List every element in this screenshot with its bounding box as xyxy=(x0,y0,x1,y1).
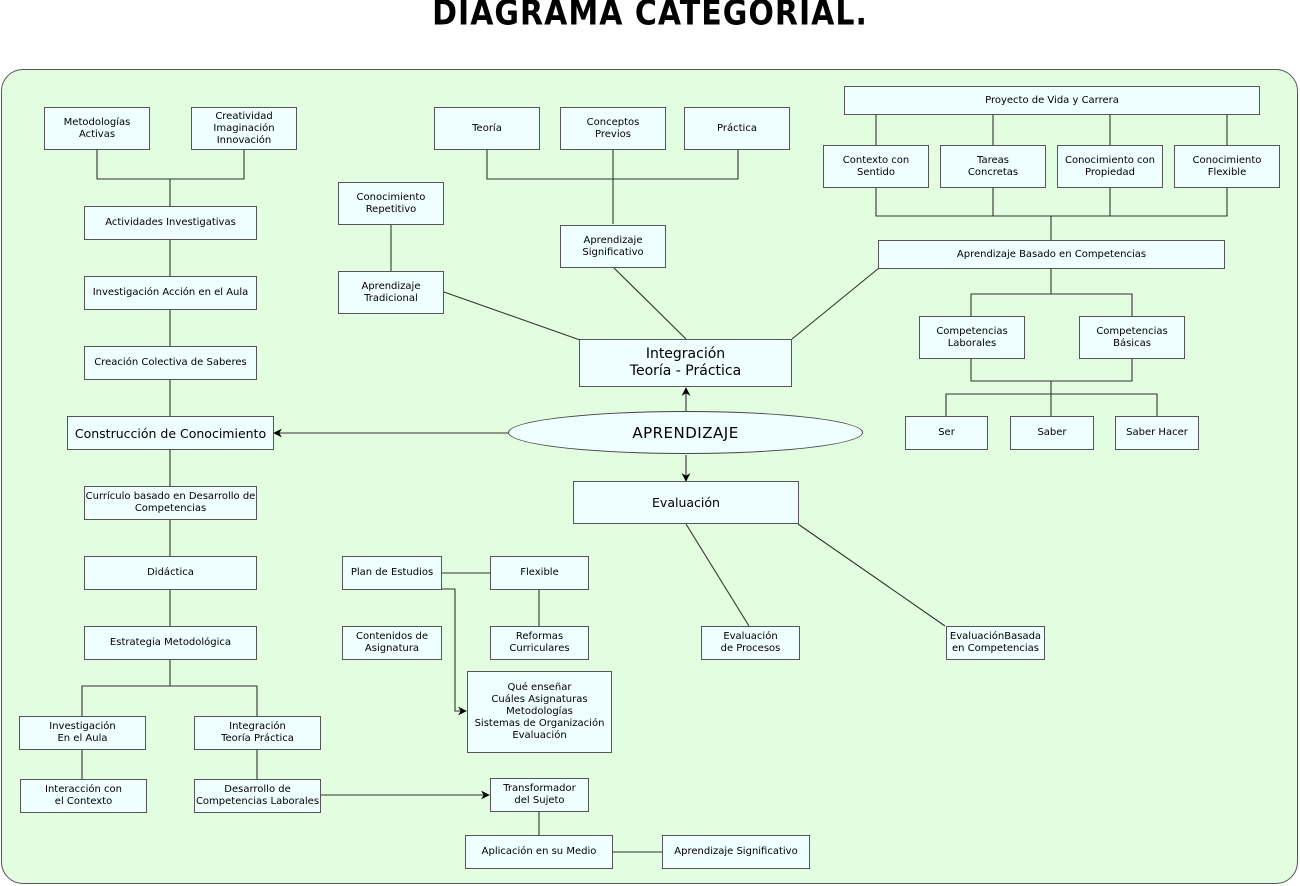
node-desarrollo-competencias: Desarrollo de Competencias Laborales xyxy=(194,779,321,813)
node-saber-hacer: Saber Hacer xyxy=(1115,416,1199,450)
node-curriculo: Currículo basado en Desarrollo de Compet… xyxy=(84,486,257,520)
node-aprendizaje-center: APRENDIZAJE xyxy=(508,411,863,454)
connector xyxy=(81,449,258,716)
node-plan-estudios: Plan de Estudios xyxy=(342,556,442,590)
node-tareas-concretas: Tareas Concretas xyxy=(940,145,1046,188)
node-conocimiento-flexible: Conocimiento Flexible xyxy=(1174,145,1280,188)
connector xyxy=(441,588,467,716)
node-proyecto-vida: Proyecto de Vida y Carrera xyxy=(844,86,1260,115)
node-aprendizaje-significativo-bottom: Aprendizaje Significativo xyxy=(662,835,810,869)
node-creatividad: Creatividad Imaginación Innovación xyxy=(191,107,297,150)
node-aplicacion-medio: Aplicación en su Medio xyxy=(465,835,613,869)
node-teoria: Teoría xyxy=(434,107,540,150)
node-practica: Práctica xyxy=(684,107,790,150)
node-interaccion-contexto: Interacción con el Contexto xyxy=(20,779,147,813)
node-que-ensenar: Qué enseñar Cuáles Asignaturas Metodolog… xyxy=(467,671,612,753)
node-creacion-colectiva: Creación Colectiva de Saberes xyxy=(84,346,257,380)
node-transformador: Transformador del Sujeto xyxy=(490,778,589,812)
connector xyxy=(685,523,750,627)
node-competencias-laborales: Competencias Laborales xyxy=(919,316,1025,359)
node-contenidos-asignatura: Contenidos de Asignatura xyxy=(342,626,442,660)
node-evaluacion-procesos: Evaluación de Procesos xyxy=(701,626,800,660)
node-saber: Saber xyxy=(1010,416,1094,450)
node-contexto-sentido: Contexto con Sentido xyxy=(823,145,929,188)
node-investigacion-accion: Investigación Acción en el Aula xyxy=(84,276,257,310)
connector xyxy=(96,149,245,206)
node-ser: Ser xyxy=(905,416,988,450)
node-didactica: Didáctica xyxy=(84,556,257,590)
node-aprendizaje-competencias: Aprendizaje Basado en Competencias xyxy=(878,240,1225,269)
node-estrategia: Estrategia Metodológica xyxy=(84,626,257,660)
connector xyxy=(875,114,1228,146)
connector xyxy=(875,187,1228,240)
node-integracion-teoria-practica-small: Integración Teoría Práctica xyxy=(194,716,321,750)
diagram-title: DIAGRAMA CATEGORIAL. xyxy=(432,0,868,34)
connector xyxy=(791,267,880,340)
node-conocimiento-propiedad: Conocimiento con Propiedad xyxy=(1057,145,1163,188)
node-conocimiento-repetitivo: Conocimiento Repetitivo xyxy=(338,182,444,225)
connector xyxy=(538,812,663,853)
node-integracion-teoria-practica: Integración Teoría - Práctica xyxy=(579,339,792,387)
node-competencias-basicas: Competencias Básicas xyxy=(1079,316,1185,359)
node-investigacion-aula: Investigación En el Aula xyxy=(19,716,146,750)
node-construccion-conocimiento: Construcción de Conocimiento xyxy=(67,416,274,450)
node-evaluacion-competencias: EvaluaciónBasada en Competencias xyxy=(946,626,1045,660)
connector xyxy=(945,359,1158,416)
node-flexible: Flexible xyxy=(490,556,589,590)
connector xyxy=(797,523,946,627)
connector xyxy=(486,149,739,224)
node-conceptos-previos: Conceptos Previos xyxy=(560,107,666,150)
node-metodologias-activas: Metodologías Activas xyxy=(44,107,150,150)
node-aprendizaje-significativo-top: Aprendizaje Significativo xyxy=(560,225,666,268)
node-actividades-investigativas: Actividades Investigativas xyxy=(84,206,257,240)
node-reformas-curriculares: Reformas Curriculares xyxy=(490,626,589,660)
connector xyxy=(970,268,1133,317)
node-aprendizaje-tradicional: Aprendizaje Tradicional xyxy=(338,271,444,314)
connector xyxy=(81,749,258,779)
connector xyxy=(612,266,687,340)
node-evaluacion: Evaluación xyxy=(573,481,799,524)
connector xyxy=(443,291,581,341)
